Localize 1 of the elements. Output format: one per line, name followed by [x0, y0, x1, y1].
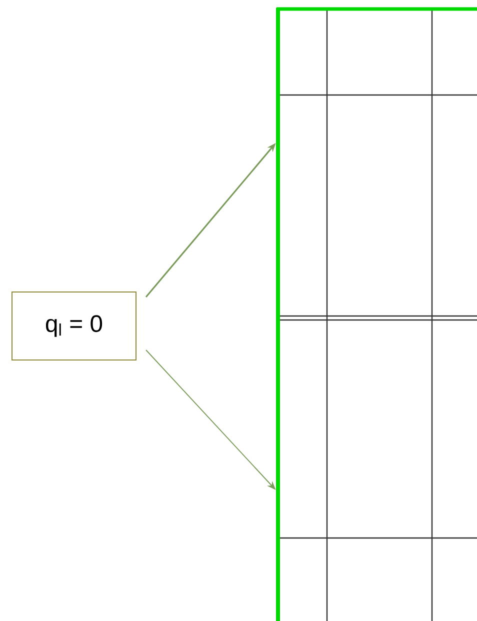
text-box: q$_{l}$ = 0 — [12, 292, 136, 360]
